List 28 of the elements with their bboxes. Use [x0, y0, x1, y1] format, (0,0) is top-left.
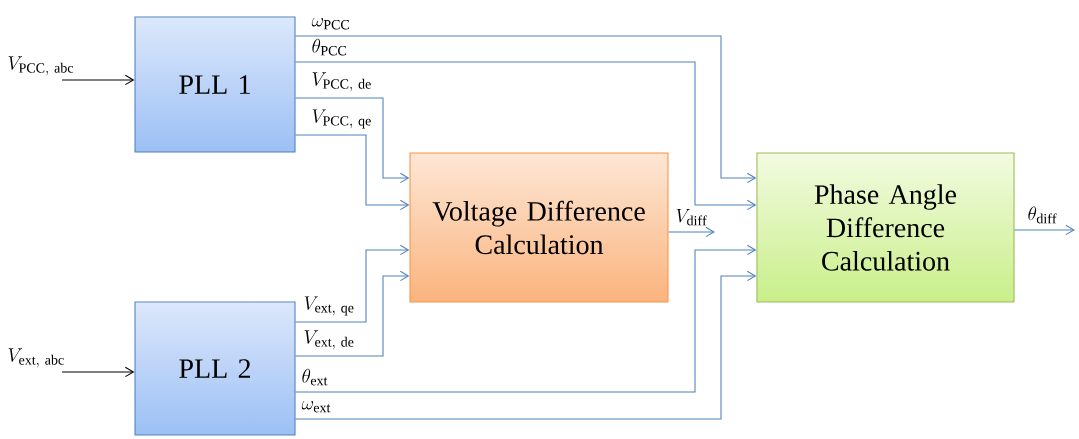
edge-label: $\omega_{\mathrm{ext}}$: [301, 400, 331, 413]
arrow: [1014, 224, 1075, 236]
arrow: [295, 270, 410, 357]
arrow: [295, 270, 757, 420]
edge-label: $\theta_{\mathrm{ext}}$: [302, 368, 328, 386]
process-box: Voltage Difference Calculation: [409, 152, 669, 303]
edge-label: $V_{\mathrm{PCC,\ abc}}$: [8, 56, 74, 76]
edge-label: $V_{\mathrm{ext,\ de}}$: [304, 330, 354, 350]
arrow: [295, 244, 410, 323]
edge-label: $\theta_{\mathrm{diff}}$: [1028, 206, 1057, 224]
edge-label: $V_{\mathrm{ext,\ qe}}$: [304, 296, 354, 316]
process-box: Phase Angle Difference Calculation: [756, 152, 1015, 303]
arrow: [668, 226, 715, 238]
arrow: [295, 61, 757, 211]
edge-label: $V_{\mathrm{ext,\ abc}}$: [8, 348, 64, 368]
edge-label: $\omega_{\mathrm{PCC}}$: [311, 17, 349, 30]
arrow: [295, 97, 410, 184]
edge-label: $\theta_{\mathrm{PCC}}$: [312, 38, 347, 56]
process-box: PLL 1: [134, 16, 296, 153]
arrow: [295, 35, 757, 184]
edge-label: $V_{\mathrm{diff}}$: [676, 208, 707, 226]
arrow: [295, 134, 410, 211]
edge-label: $V_{\mathrm{PCC,\ de}}$: [312, 72, 371, 92]
arrow: [61, 74, 135, 86]
process-box: PLL 2: [134, 301, 296, 436]
arrow: [61, 366, 135, 378]
arrow: [295, 244, 757, 393]
edge-label: $V_{\mathrm{PCC,\ qe}}$: [312, 109, 371, 129]
